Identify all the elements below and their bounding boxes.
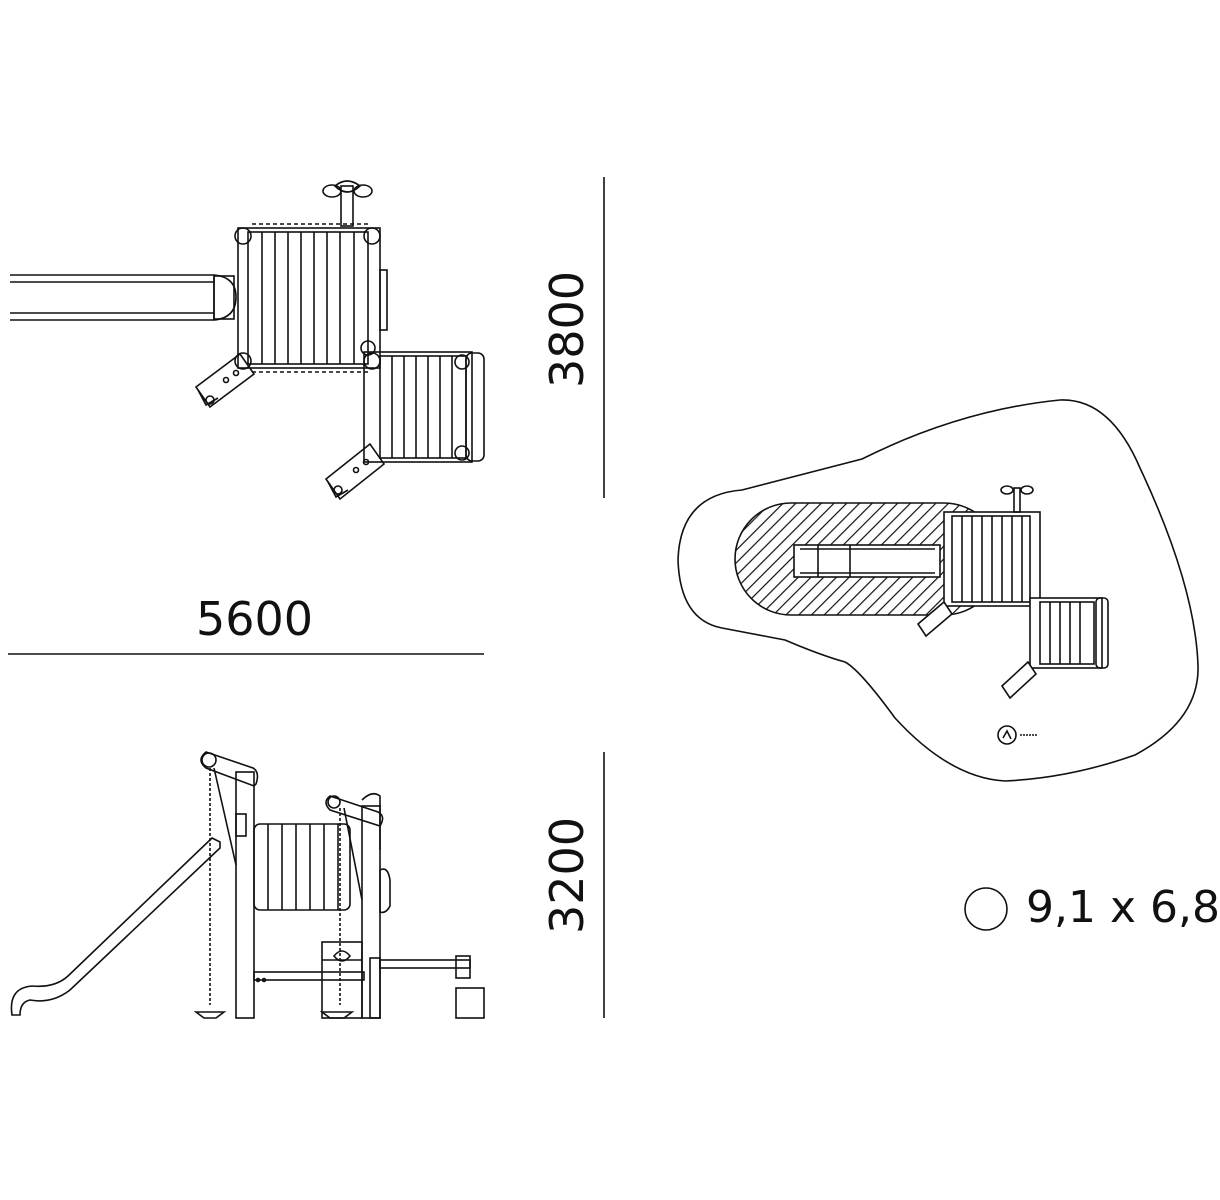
plan-slide [10, 274, 237, 321]
elev-left-post [235, 771, 255, 1019]
plan-view [10, 180, 485, 501]
side-elevation [10, 751, 485, 1019]
plan-ladder-left [194, 352, 256, 409]
plan-lower-platform [360, 340, 485, 463]
depth-dimension-label: 3800 [540, 270, 594, 388]
zone-playset [793, 485, 1109, 700]
elev-platform-deck [253, 971, 365, 981]
elev-slide [10, 837, 221, 1016]
zone-legend-circle [964, 887, 1008, 931]
plan-steering-element [322, 180, 373, 227]
plan-main-platform [234, 223, 388, 373]
safety-zone-plan [677, 399, 1199, 782]
age-symbol-icon [997, 725, 1038, 745]
plan-ladder-right [324, 442, 386, 501]
elev-roof-beam-left [200, 751, 259, 787]
height-dimension-label: 3200 [540, 816, 594, 934]
elev-right-post [361, 805, 381, 1019]
width-dimension-label: 5600 [196, 592, 314, 646]
elev-wall-panel [253, 823, 351, 911]
safety-zone-label: 9,1 x 6,8 [1026, 882, 1220, 933]
